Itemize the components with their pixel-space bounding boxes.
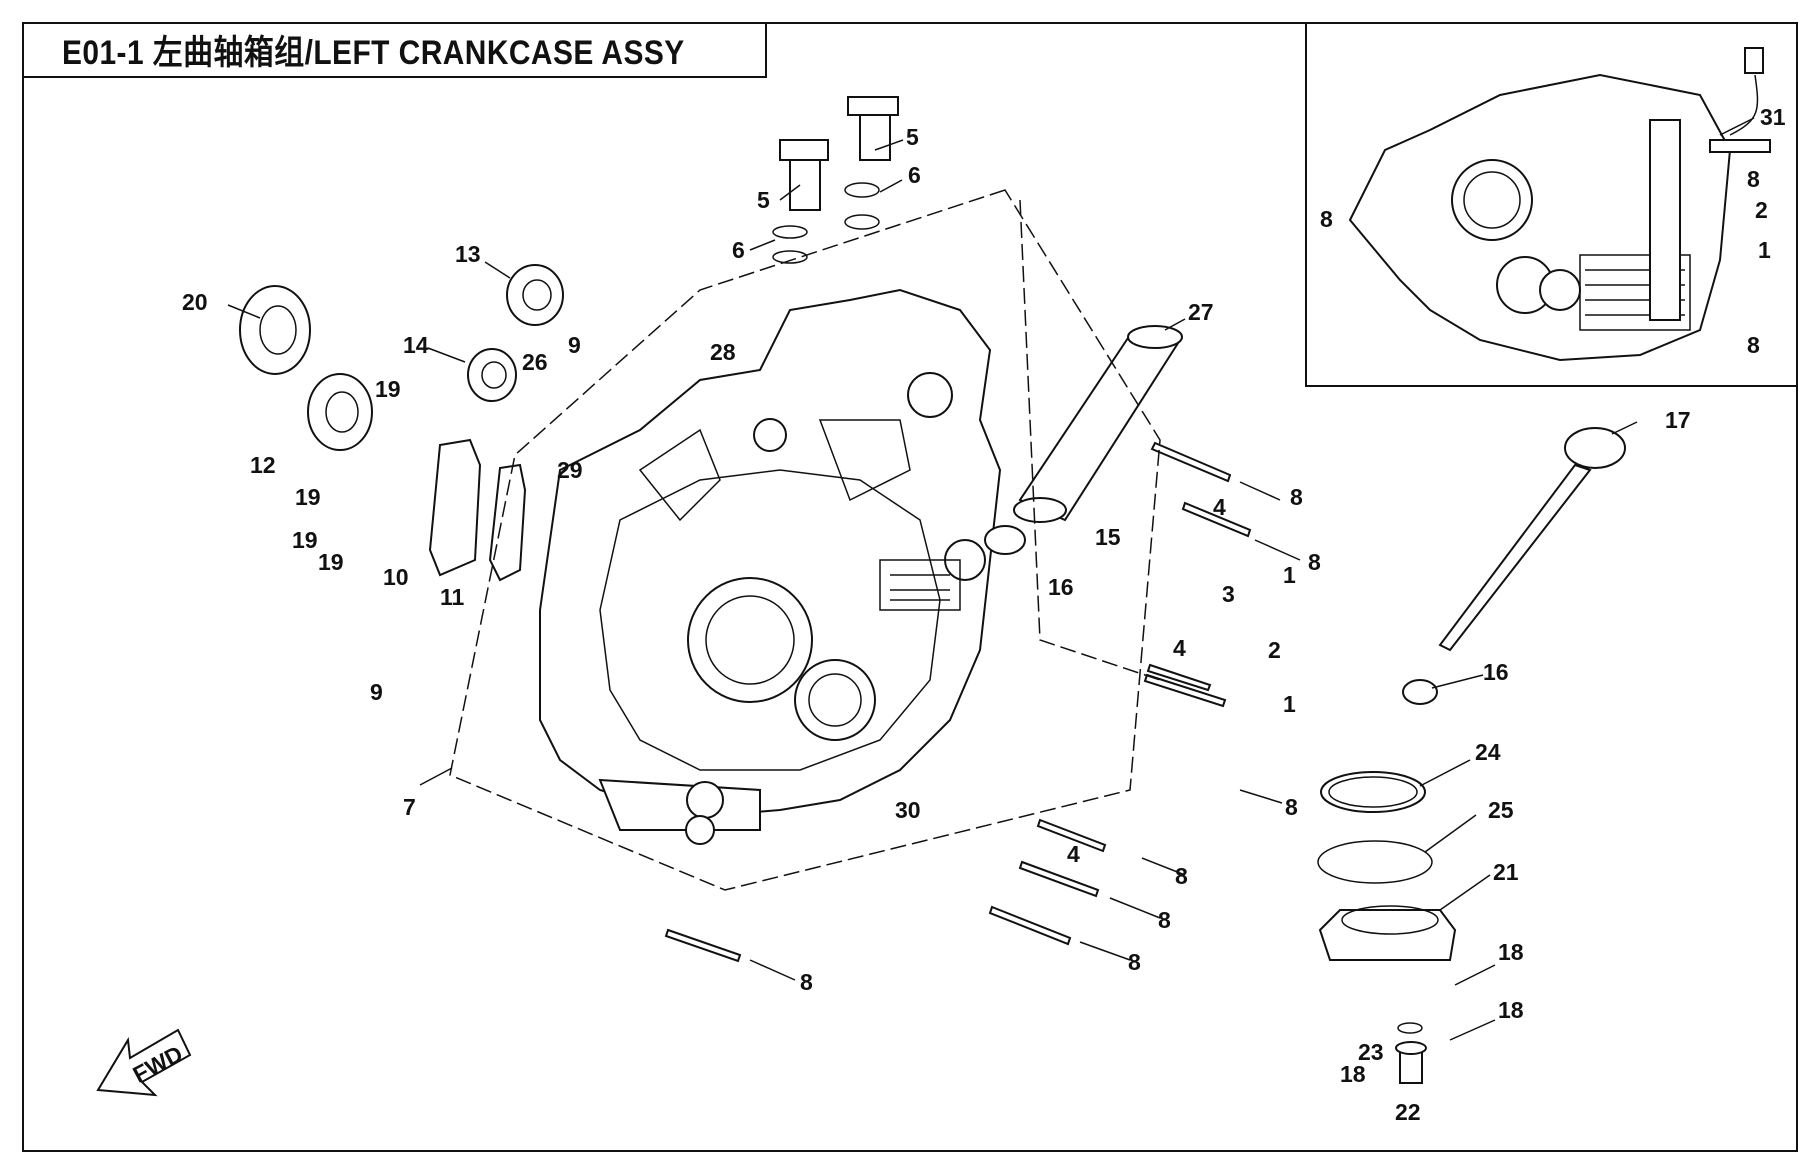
dipstick <box>1402 427 1626 705</box>
callout-30: 30 <box>895 797 921 823</box>
callout-10: 10 <box>383 564 409 590</box>
callout-labels: 1 1 2 3 4 4 4 5 5 6 6 7 8 8 8 8 8 8 8 8 … <box>182 104 1786 1125</box>
callout-6: 6 <box>908 162 921 188</box>
callout-8: 8 <box>800 969 813 995</box>
callout-8: 8 <box>1158 907 1171 933</box>
callout-22: 22 <box>1395 1099 1421 1125</box>
callout-8: 8 <box>1285 794 1298 820</box>
callout-13: 13 <box>455 241 481 267</box>
callout-11: 11 <box>440 584 465 610</box>
callout-1: 1 <box>1283 562 1296 588</box>
callout-31: 31 <box>1760 104 1786 130</box>
callout-29: 29 <box>557 457 583 483</box>
callout-18: 18 <box>1498 997 1524 1023</box>
callout-8: 8 <box>1128 949 1141 975</box>
leader-lines <box>227 117 1755 1041</box>
callout-14: 14 <box>403 332 429 358</box>
left-crankcase <box>539 288 1002 845</box>
callout-4: 4 <box>1173 635 1186 661</box>
callout-15: 15 <box>1095 524 1121 550</box>
callout-21: 21 <box>1493 859 1519 885</box>
callout-8: 8 <box>1747 332 1760 358</box>
callout-7: 7 <box>403 794 416 820</box>
callout-18: 18 <box>1498 939 1524 965</box>
callout-28: 28 <box>710 339 736 365</box>
diagram-frame <box>22 22 1798 1152</box>
page-title: E01-1 左曲轴箱组/LEFT CRANKCASE ASSY <box>62 33 685 72</box>
callout-20: 20 <box>182 289 208 315</box>
callout-2: 2 <box>1268 637 1281 663</box>
callout-27: 27 <box>1188 299 1214 325</box>
shafts <box>772 96 899 264</box>
fwd-arrow: FWD <box>96 1028 192 1097</box>
dashed-frame-inner <box>1019 199 1161 681</box>
bolts <box>664 441 1252 963</box>
callout-5: 5 <box>906 124 919 150</box>
callout-17: 17 <box>1665 407 1691 433</box>
callout-9: 9 <box>568 332 581 358</box>
callout-12: 12 <box>250 452 276 478</box>
callout-16: 16 <box>1483 659 1509 685</box>
callout-5: 5 <box>757 187 770 213</box>
callout-24: 24 <box>1475 739 1501 765</box>
callout-3: 3 <box>1222 581 1235 607</box>
callout-23: 23 <box>1358 1039 1384 1065</box>
callout-4: 4 <box>1213 494 1226 520</box>
callout-1: 1 <box>1758 237 1771 263</box>
cover-plate <box>428 438 527 582</box>
callout-18: 18 <box>1340 1061 1366 1087</box>
filler-tube <box>984 325 1183 555</box>
callout-4: 4 <box>1067 841 1080 867</box>
callout-9: 9 <box>370 679 383 705</box>
callout-8: 8 <box>1175 863 1188 889</box>
inset-box <box>1305 22 1798 387</box>
dashed-frame-7 <box>449 189 1161 891</box>
callout-19: 19 <box>292 527 318 553</box>
strainer-parts <box>1317 771 1457 1084</box>
callout-8: 8 <box>1747 166 1760 192</box>
callout-19: 19 <box>318 549 344 575</box>
callout-19: 19 <box>295 484 321 510</box>
title-box: E01-1 左曲轴箱组/LEFT CRANKCASE ASSY <box>22 22 767 78</box>
callout-2: 2 <box>1755 197 1768 223</box>
callout-6: 6 <box>732 237 745 263</box>
callout-8: 8 <box>1290 484 1303 510</box>
callout-8: 8 <box>1320 206 1333 232</box>
inset-engine <box>1348 47 1771 362</box>
callout-26: 26 <box>522 349 548 375</box>
callout-25: 25 <box>1488 797 1514 823</box>
callout-8: 8 <box>1308 549 1321 575</box>
callout-16: 16 <box>1048 574 1074 600</box>
callout-1: 1 <box>1283 691 1296 717</box>
callout-19: 19 <box>375 376 401 402</box>
bearings <box>239 264 564 451</box>
